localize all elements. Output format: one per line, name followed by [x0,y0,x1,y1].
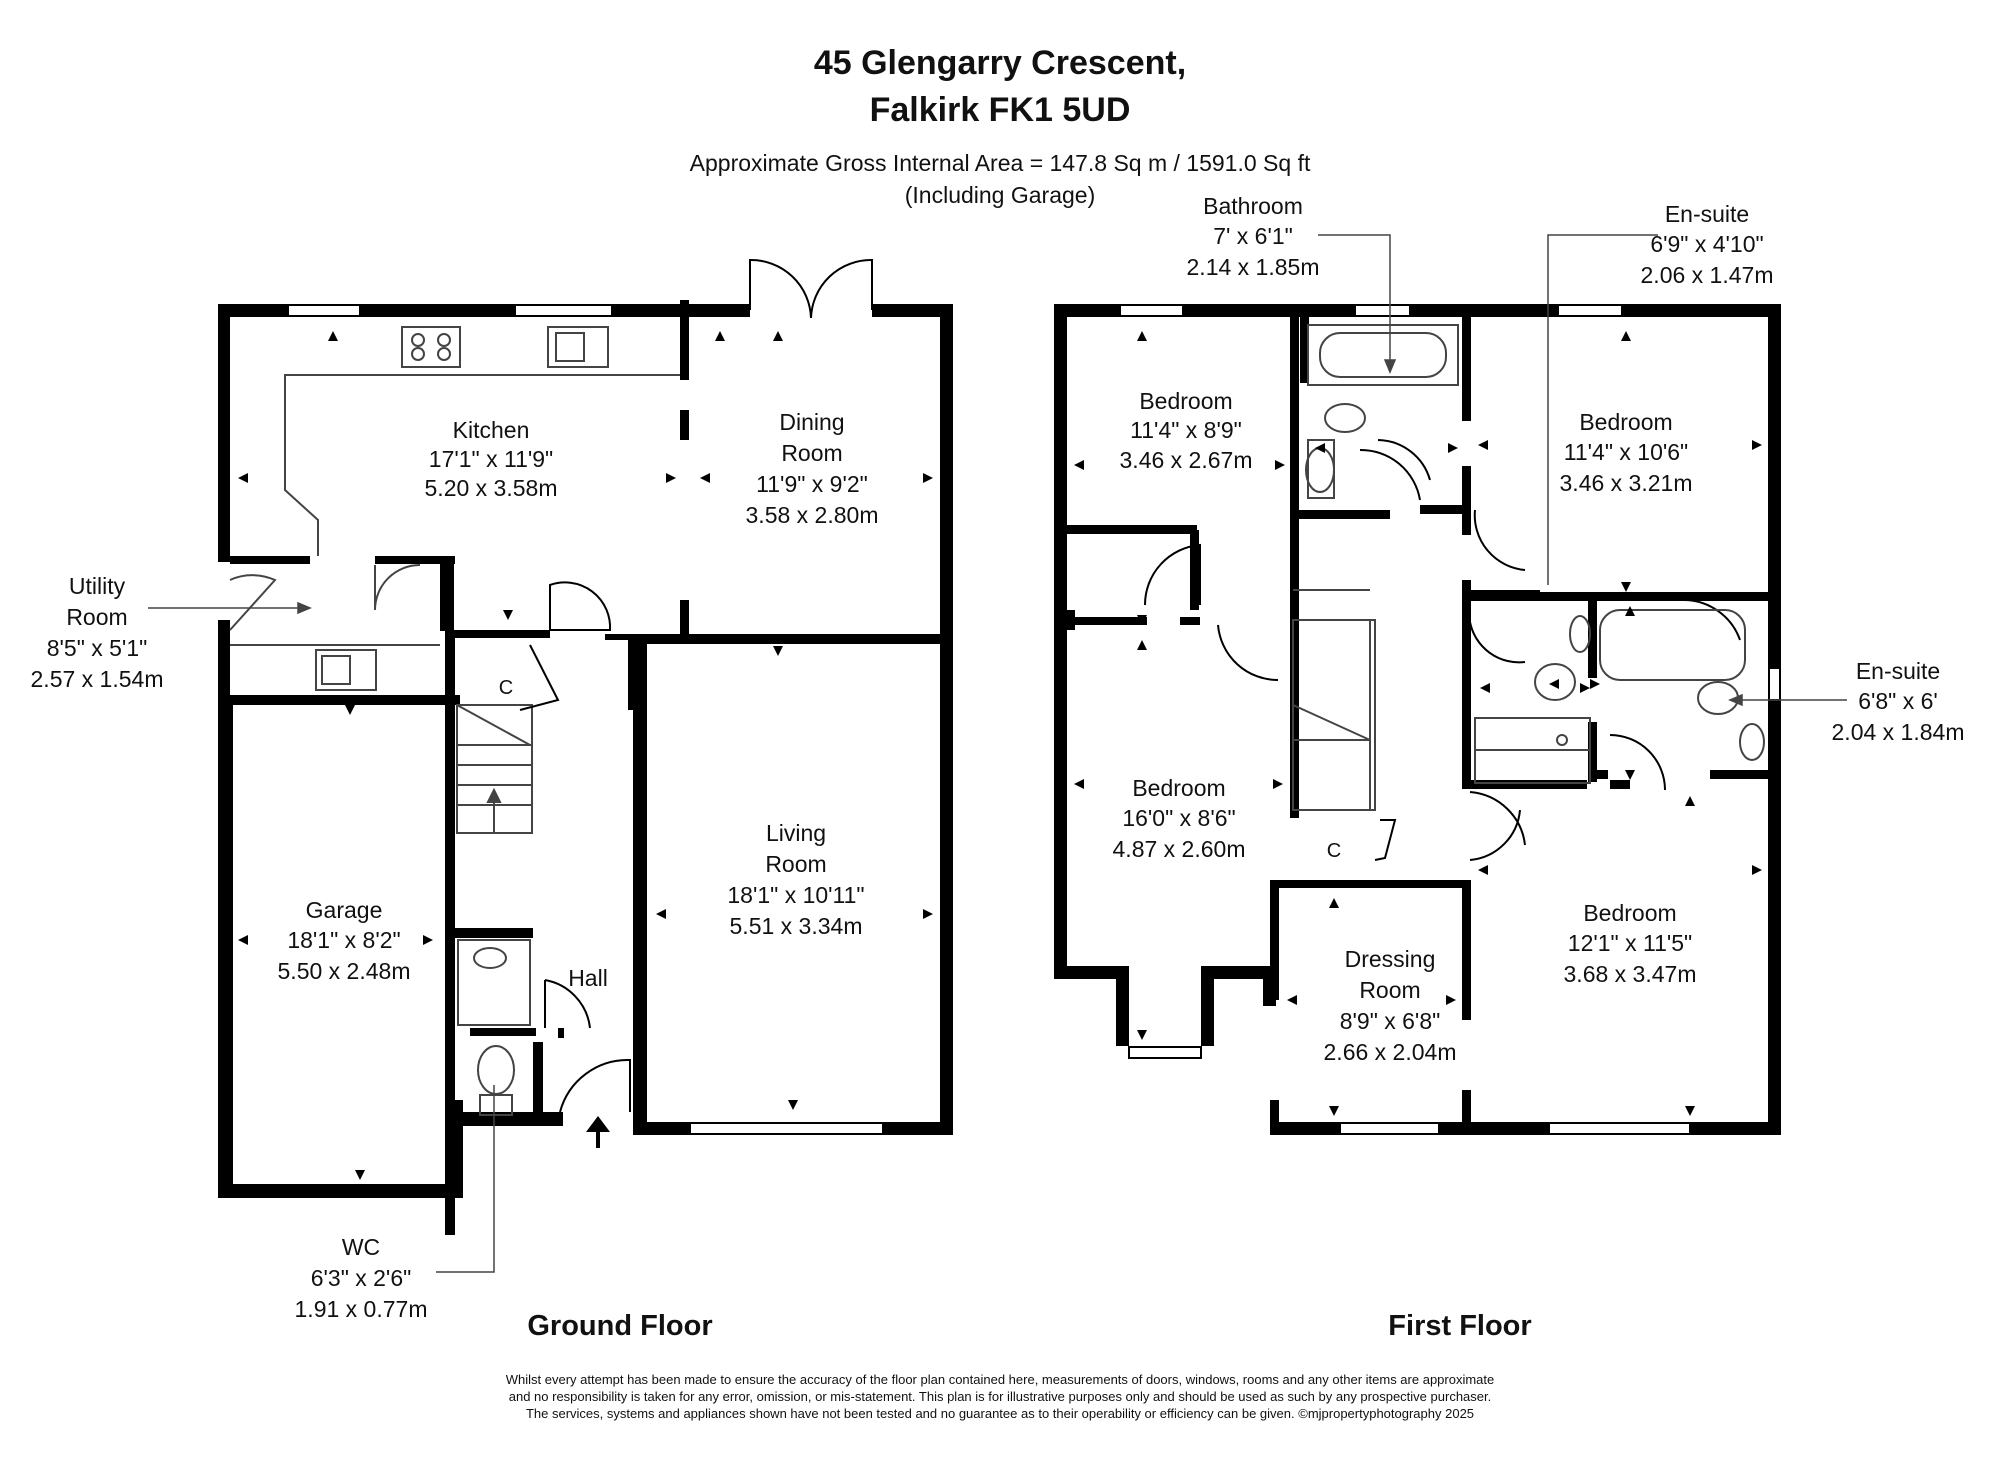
hall-name: Hall [568,965,608,991]
dining-imperial: 11'9" x 9'2" [756,471,868,497]
kitchen-metric: 5.20 x 3.58m [425,475,558,501]
living-metric: 5.51 x 3.34m [730,913,863,939]
utility-name-line2: Room [66,604,127,630]
first-walls [1054,304,1781,1135]
dining-name-line2: Room [781,440,842,466]
bedroom3-imperial: 16'0" x 8'6" [1122,805,1235,831]
bedroom1-metric: 3.46 x 2.67m [1120,447,1253,473]
bedroom2-imperial: 11'4" x 10'6" [1564,439,1688,465]
bedroom1-name: Bedroom [1139,388,1232,414]
bedroom2-metric: 3.46 x 3.21m [1560,470,1693,496]
ensuite1-imperial: 6'9" x 4'10" [1650,231,1763,257]
disclaimer: Whilst every attempt has been made to en… [300,1371,1700,1422]
wc-name: WC [342,1234,380,1260]
living-imperial: 18'1" x 10'11" [727,882,864,908]
entrance-arrow-icon [586,1116,610,1148]
bedroom4-name: Bedroom [1583,900,1676,926]
dining-french-doors [749,258,873,319]
ensuite2-imperial: 6'8" x 6' [1858,688,1938,714]
living-name-line2: Room [765,851,826,877]
first-floor-plan: Bathroom 7' x 6'1" 2.14 x 1.85m En-suite… [1054,193,1964,1135]
wc-fixtures [457,939,531,1116]
first-staircase [1292,589,1376,811]
first-cupboard-name: C [1327,840,1341,862]
first-windows [1119,304,1781,1135]
bedroom3-metric: 4.87 x 2.60m [1113,836,1246,862]
wc-metric: 1.91 x 0.77m [295,1296,428,1322]
gross-area-note: (Including Garage) [904,182,1096,208]
kitchen-fixtures [284,326,680,556]
ground-floor-plan: Kitchen 17'1" x 11'9" 5.20 x 3.58m Dinin… [31,258,953,1322]
disclaimer-line1: Whilst every attempt has been made to en… [505,1372,1495,1387]
ground-doors [519,581,631,1113]
ensuite2-metric: 2.04 x 1.84m [1832,719,1965,745]
utility-fixtures [229,564,440,691]
dining-name-line1: Dining [779,409,844,435]
dressing-name-line2: Room [1359,977,1420,1003]
living-name-line1: Living [766,820,826,846]
disclaimer-line3: The services, systems and appliances sho… [525,1406,1475,1421]
ground-dimension-ticks [238,331,933,1180]
wc-leader-line [436,1085,495,1273]
dressing-metric: 2.66 x 2.04m [1324,1039,1457,1065]
ensuite2-name: En-suite [1856,658,1940,684]
garage-metric: 5.50 x 2.48m [278,958,411,984]
dressing-name-line1: Dressing [1345,946,1436,972]
ensuite1-metric: 2.06 x 1.47m [1641,262,1774,288]
ensuite1-name: En-suite [1665,201,1749,227]
garage-name: Garage [306,897,383,923]
ground-walls [218,300,953,1235]
first-dimension-ticks [1074,331,1762,1116]
utility-metric: 2.57 x 1.54m [31,666,164,692]
bathroom-name: Bathroom [1203,193,1303,219]
bathroom-metric: 2.14 x 1.85m [1187,254,1320,280]
utility-imperial: 8'5" x 5'1" [47,635,148,661]
kitchen-name: Kitchen [453,417,530,443]
ground-staircase [456,704,533,834]
bedroom2-name: Bedroom [1579,409,1672,435]
kitchen-imperial: 17'1" x 11'9" [429,446,553,472]
bedroom4-metric: 3.68 x 3.47m [1564,961,1697,987]
bathroom-imperial: 7' x 6'1" [1213,223,1293,249]
ground-floor-label: Ground Floor [527,1310,713,1342]
bedroom3-name: Bedroom [1132,775,1225,801]
first-doors [1143,439,1741,861]
property-address-line2: Falkirk FK1 5UD [869,91,1131,129]
utility-name-line1: Utility [69,573,126,599]
dining-metric: 3.58 x 2.80m [746,502,879,528]
wc-imperial: 6'3" x 2'6" [311,1265,412,1291]
utility-leader-line [148,601,312,615]
dressing-imperial: 8'9" x 6'8" [1340,1008,1441,1034]
ensuite-fixtures [1474,609,1765,784]
property-address-line1: 45 Glengarry Crescent, [813,44,1187,82]
gross-area: Approximate Gross Internal Area = 147.8 … [689,150,1311,176]
first-leader-lines [1318,234,1847,707]
bedroom4-imperial: 12'1" x 11'5" [1568,930,1692,956]
bedroom1-imperial: 11'4" x 8'9" [1130,417,1242,443]
first-floor-label: First Floor [1388,1310,1532,1342]
ground-cupboard-name: C [499,677,513,699]
disclaimer-line2: and no responsibility is taken for any e… [508,1389,1492,1404]
garage-imperial: 18'1" x 8'2" [287,927,400,953]
bathroom-fixtures [1305,324,1459,499]
ground-windows [233,304,884,1193]
